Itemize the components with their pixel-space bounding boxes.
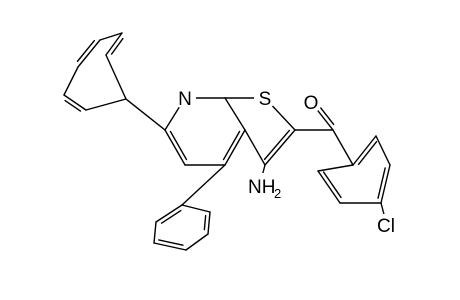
bond-p1-p2 <box>105 54 127 100</box>
bond-C7a-C3a <box>224 97 246 131</box>
bond-C4-q1 <box>181 164 226 206</box>
double-bond-p6-p7 <box>64 99 82 112</box>
bond-C6-p1 <box>125 98 166 131</box>
double-bond-q2-q3 <box>203 214 207 231</box>
bond-a1-a2 <box>375 135 391 166</box>
label-layer: N S O Cl NH 2 <box>174 87 408 237</box>
bond-q1-q2 <box>181 204 211 213</box>
double-bond-q6-q1 <box>160 209 182 224</box>
bond-p6-p7 <box>63 94 87 111</box>
double-bond-a2-a3 <box>377 167 386 199</box>
bond-p3-p4 <box>99 32 123 41</box>
bond-p2-p3 <box>105 32 123 56</box>
bond-q2-q3 <box>207 211 211 235</box>
double-bond-a4-a5 <box>322 171 342 199</box>
double-bond-p4-p5 <box>76 39 96 63</box>
double-bond-C5-C6 <box>169 130 188 161</box>
bond-q4-q5 <box>153 242 187 251</box>
bond-C3-C3a <box>244 129 266 166</box>
bond-q5-q6 <box>153 221 157 244</box>
bond-Ar1-a1 <box>352 135 377 166</box>
bond-p7-p1 <box>85 98 127 111</box>
oxygen-atom-label: O <box>304 93 319 114</box>
bond-C2-C3 <box>264 129 296 166</box>
double-bond-Ar1-a1 <box>357 140 378 166</box>
amino-group-label: NH <box>248 177 275 198</box>
nitrogen-atom-label: N <box>178 89 192 110</box>
bond-q3-q4 <box>185 233 209 251</box>
bond-a5-Ar1 <box>317 164 354 172</box>
bond-a4-a5 <box>317 170 341 204</box>
bond-layer <box>63 32 391 251</box>
double-bond-C3a-C4 <box>222 130 241 161</box>
bond-C5-C6 <box>164 129 186 166</box>
sulfur-atom-label: S <box>259 89 272 110</box>
bond-C3a-C4 <box>224 129 246 166</box>
bond-a2-a3 <box>380 164 391 204</box>
bond-q6-q1 <box>155 204 183 223</box>
double-bond-p2-p3 <box>110 37 124 55</box>
bond-p4-p5 <box>77 39 101 68</box>
amino-group-subscript: 2 <box>274 186 281 201</box>
double-bond-q4-q5 <box>158 239 184 246</box>
chlorine-atom-label: Cl <box>377 216 395 237</box>
bond-Cco-Ar1 <box>332 129 354 166</box>
bond-p5-p6 <box>63 66 79 96</box>
double-bond-C2-C3 <box>263 129 291 161</box>
